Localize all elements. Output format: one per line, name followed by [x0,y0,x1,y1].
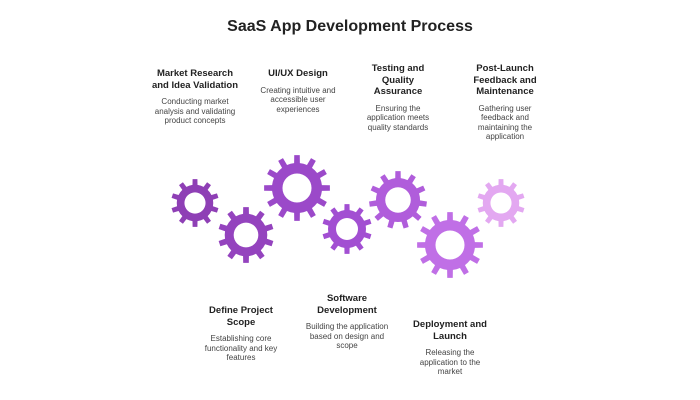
step-title: Define Project Scope [209,305,273,328]
step-description: Building the application based on design… [305,322,389,350]
step-software-development: Software Development Building the applic… [302,293,392,351]
step-description: Gathering user feedback and maintaining … [477,103,533,142]
step-title: Testing and Quality Assurance [371,63,425,97]
gear-ui-ux-design [264,155,330,221]
gear-testing-qa [369,171,427,229]
step-testing-qa: Testing and Quality Assurance Ensuring t… [356,63,440,132]
step-title: UI/UX Design [268,68,328,79]
step-market-research: Market Research and Idea Validation Cond… [150,68,240,126]
gear-deployment-launch [417,212,483,278]
step-description: Establishing core functionality and key … [204,334,278,362]
diagram-title: SaaS App Development Process [227,18,473,35]
gear-define-scope [218,207,274,263]
step-title: Software Development [317,293,377,316]
step-define-scope: Define Project Scope Establishing core f… [196,305,286,363]
gear-software-development [322,204,372,254]
gear-market-research [171,179,219,227]
step-description: Creating intuitive and accessible user e… [260,85,336,114]
step-ui-ux-design: UI/UX Design Creating intuitive and acce… [253,68,343,114]
step-title: Post-Launch Feedback and Maintenance [473,63,537,97]
step-post-launch: Post-Launch Feedback and Maintenance Gat… [462,63,548,142]
step-title: Deployment and Launch [413,319,487,342]
gear-post-launch [477,179,525,227]
step-description: Conducting market analysis and validatin… [154,97,236,125]
step-title: Market Research and Idea Validation [151,68,239,91]
step-description: Releasing the application to the market [419,348,481,376]
step-deployment-launch: Deployment and Launch Releasing the appl… [405,319,495,377]
step-description: Ensuring the application meets quality s… [366,103,430,132]
